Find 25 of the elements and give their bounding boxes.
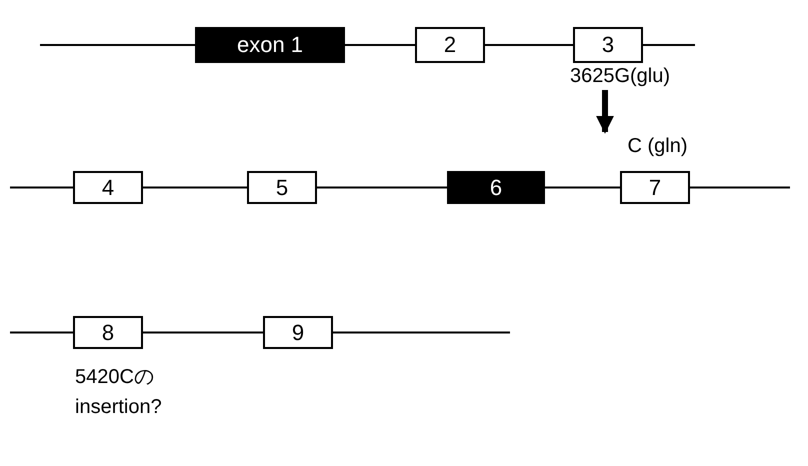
exon-box: 6 <box>447 171 545 204</box>
intron-line <box>317 186 447 188</box>
mutation-label: 3625G(glu) <box>555 62 685 90</box>
intron-line <box>345 44 415 46</box>
exon-box: 7 <box>620 171 690 204</box>
intron-line <box>143 332 263 334</box>
exon-box: 9 <box>263 316 333 349</box>
exon-box: 8 <box>73 316 143 349</box>
mutation-note: 5420Cの insertion? <box>75 365 163 420</box>
exon-box: 4 <box>73 171 143 204</box>
exon-box: 2 <box>415 27 485 63</box>
exon-box: 3 <box>573 27 643 63</box>
intron-line <box>545 186 620 188</box>
intron-line <box>333 332 510 334</box>
intron-line <box>40 44 195 46</box>
mutation-label: C (gln) <box>610 132 705 160</box>
intron-line <box>690 186 790 188</box>
intron-line <box>143 186 247 188</box>
intron-line <box>10 186 73 188</box>
exon-box: exon 1 <box>195 27 345 63</box>
intron-line <box>643 44 695 46</box>
intron-line <box>10 332 73 334</box>
exon-box: 5 <box>247 171 317 204</box>
arrow <box>596 90 614 134</box>
intron-line <box>485 44 573 46</box>
